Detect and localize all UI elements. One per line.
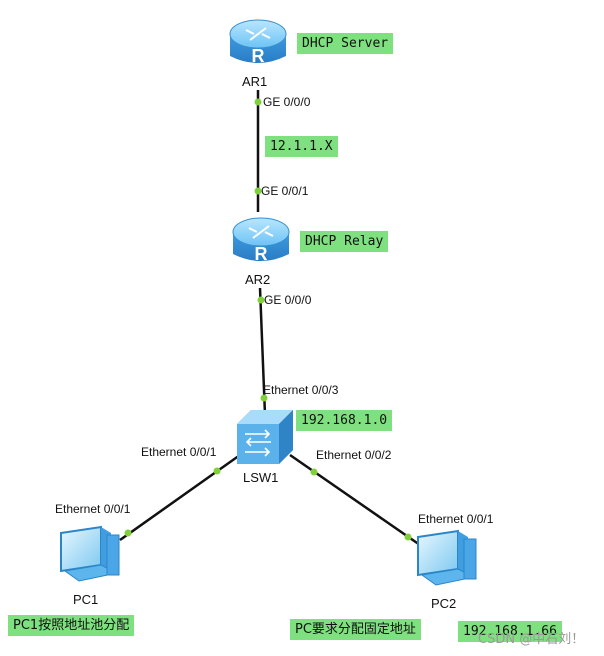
link-lsw1-pc2 xyxy=(289,453,421,547)
note-dhcp-relay: DHCP Relay xyxy=(300,231,389,252)
note-lan-subnet: 192.168.1.0 xyxy=(296,410,393,431)
note-pc2-ip: 192.168.1.66 xyxy=(458,621,562,642)
router-icon[interactable]: R xyxy=(229,19,287,66)
svg-text:R: R xyxy=(255,244,268,264)
note-link-ar1-ar2: 12.1.1.X xyxy=(265,136,338,157)
port-label-ar1-ge000: GE 0/0/0 xyxy=(263,95,311,109)
switch-icon[interactable] xyxy=(237,410,293,464)
note-pc2: PC要求分配固定地址 xyxy=(290,619,421,640)
device-label-pc2: PC2 xyxy=(431,596,457,611)
pc-icon[interactable] xyxy=(60,525,120,582)
port-label-pc1-eth001: Ethernet 0/0/1 xyxy=(55,502,131,516)
link-lsw1-pc1 xyxy=(119,453,241,542)
port-dot xyxy=(254,187,262,195)
port-label-ar2-ge001: GE 0/0/1 xyxy=(261,184,309,198)
device-label-ar2: AR2 xyxy=(245,272,271,287)
note-pc1: PC1按照地址池分配 xyxy=(8,615,135,636)
port-dots xyxy=(124,98,412,541)
port-dot xyxy=(310,468,318,476)
port-dot xyxy=(260,394,268,402)
watermark-text: CSDN @中石刘！ xyxy=(478,632,585,647)
port-dot xyxy=(257,296,265,304)
port-dot xyxy=(404,533,412,541)
device-label-ar1: AR1 xyxy=(242,74,268,89)
svg-text:R: R xyxy=(252,46,265,66)
note-dhcp-server: DHCP Server xyxy=(297,33,394,54)
device-label-lsw1: LSW1 xyxy=(243,470,279,485)
device-label-pc1: PC1 xyxy=(73,592,99,607)
router-icon[interactable]: R xyxy=(232,217,290,264)
port-label-pc2-eth001: Ethernet 0/0/1 xyxy=(418,512,494,526)
port-dot xyxy=(254,98,262,106)
port-dot xyxy=(124,529,132,537)
port-label-lsw1-eth002: Ethernet 0/0/2 xyxy=(316,448,392,462)
port-label-lsw1-eth003: Ethernet 0/0/3 xyxy=(263,383,339,397)
port-dot xyxy=(213,467,221,475)
port-label-lsw1-eth001: Ethernet 0/0/1 xyxy=(141,445,217,459)
port-label-ar2-ge000: GE 0/0/0 xyxy=(264,293,312,307)
link-ar2-lsw1 xyxy=(258,287,267,416)
pc-icon[interactable] xyxy=(417,529,477,586)
